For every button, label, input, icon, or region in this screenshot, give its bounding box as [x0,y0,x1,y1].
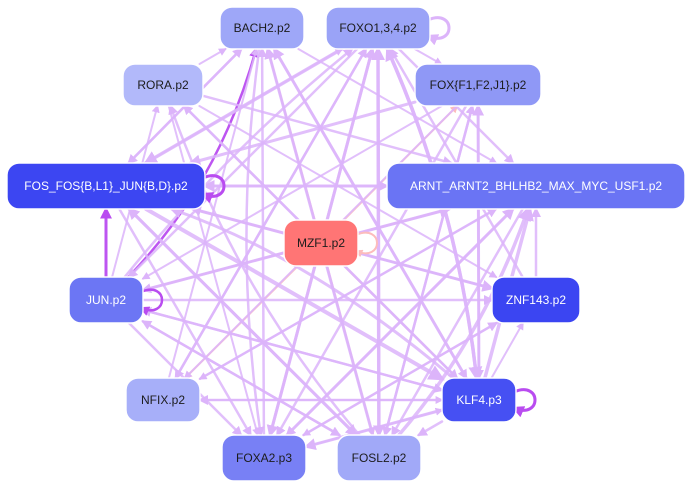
node-label: FOSL2.p2 [352,451,407,465]
self-loop-fos [200,174,226,204]
edge-fosl2-to-arnt [397,206,531,437]
node-box [386,162,686,210]
node-klf4[interactable]: KLF4.p3 [441,377,517,423]
node-label: NFIX.p2 [141,393,185,407]
edge-foxf-to-fosl2 [382,104,474,437]
edge-foxo-to-foxf [413,48,443,65]
edge-foxo-to-nfix [174,47,368,380]
node-box [68,276,144,324]
self-loop-foxo [425,16,451,46]
node-foxo[interactable]: FOXO1,3,4.p2 [325,6,431,50]
edge-foxo-to-fosl2 [372,47,385,438]
node-label: RORA.p2 [137,78,189,92]
edge-foxf-to-foxa2 [275,104,468,437]
node-box [221,434,307,482]
node-box [336,434,422,482]
edge-klf4-to-fosl2 [416,420,444,437]
self-loop-mzf1 [354,231,378,258]
edge-foxo-to-jun [127,47,359,279]
node-jun[interactable]: JUN.p2 [68,276,144,324]
node-label: FOS_FOS{B,L1}_JUN{B,D}.p2 [24,179,188,193]
edge-fos-to-foxo [144,48,344,164]
node-fos[interactable]: FOS_FOS{B,L1}_JUN{B,D}.p2 [6,162,206,210]
node-label: FOX{F1,F2,J1}.p2 [430,78,527,92]
self-loops-layer [139,16,537,418]
edge-arnt-to-nfix [198,208,497,380]
edge-foxa2-to-bach2 [257,47,268,437]
node-nfix[interactable]: NFIX.p2 [125,377,201,423]
self-loop-jun [139,288,164,316]
edge-fosl2-to-fos [127,207,358,437]
node-box [441,377,517,423]
edge-bach2-to-klf4 [273,47,468,380]
node-foxf[interactable]: FOX{F1,F2,J1}.p2 [414,63,542,107]
edge-rora-to-znf143 [198,105,498,278]
node-label: BACH2.p2 [234,21,291,35]
node-label: FOXA2.p3 [236,451,292,465]
self-loop-klf4 [511,388,537,418]
node-box [125,377,201,423]
node-foxa2[interactable]: FOXA2.p3 [221,434,307,482]
node-label: ARNT_ARNT2_BHLHB2_MAX_MYC_USF1.p2 [410,179,662,193]
node-rora[interactable]: RORA.p2 [122,63,204,107]
node-label: KLF4.p3 [456,393,502,407]
node-fosl2[interactable]: FOSL2.p2 [336,434,422,482]
edge-foxf-to-jun [141,105,443,280]
edge-klf4-to-znf143 [490,321,524,379]
node-label: ZNF143.p2 [506,293,566,307]
node-box [6,162,206,210]
node-box [219,6,305,50]
node-mzf1[interactable]: MZF1.p2 [283,219,359,267]
node-box [491,276,581,324]
edge-arnt-to-fosl2 [391,207,524,437]
node-arnt[interactable]: ARNT_ARNT2_BHLHB2_MAX_MYC_USF1.p2 [386,162,686,210]
edge-arnt-to-foxa2 [285,207,515,437]
node-box [325,6,431,50]
node-box [122,63,204,107]
node-box [283,219,359,267]
node-label: FOXO1,3,4.p2 [339,21,417,35]
edge-rora-to-bach2 [198,48,227,65]
edge-foxf-to-fos [188,100,417,167]
node-label: JUN.p2 [86,293,126,307]
node-bach2[interactable]: BACH2.p2 [219,6,305,50]
node-box [414,63,542,107]
node-znf143[interactable]: ZNF143.p2 [491,276,581,324]
edge-fos-to-klf4 [144,207,445,381]
node-label: MZF1.p2 [297,236,345,250]
